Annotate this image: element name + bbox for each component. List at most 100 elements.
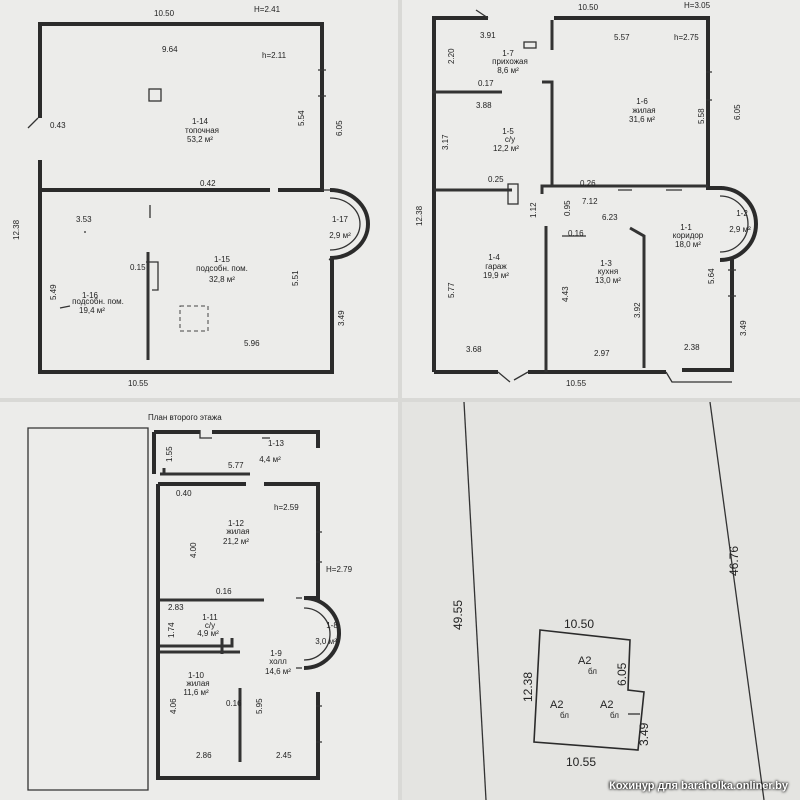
svg-text:6.05: 6.05 [733, 104, 742, 120]
svg-text:А2: А2 [550, 699, 563, 711]
svg-text:0.95: 0.95 [563, 200, 572, 216]
svg-text:7.12: 7.12 [582, 197, 598, 206]
first-floor-plan-panel: 10.50 H=3.05 3.91 2.20 5.57 h=2.75 0.17 … [402, 0, 800, 398]
dim-5-96: 5.96 [244, 339, 260, 348]
svg-text:1-1: 1-1 [680, 223, 692, 232]
basement-outer-wall [38, 22, 324, 192]
site-dim-6-05: 6.05 [615, 662, 629, 686]
room-1-9: 1-9 холл 14,6 м² [265, 649, 291, 676]
svg-text:0.16: 0.16 [216, 587, 232, 596]
dim-49-55: 49.55 [451, 600, 465, 630]
svg-text:1-14: 1-14 [192, 117, 209, 126]
dim-0-42: 0.42 [200, 179, 216, 188]
svg-text:1-8: 1-8 [326, 621, 338, 630]
svg-text:1-2: 1-2 [736, 209, 748, 218]
dim-3-53: 3.53 [76, 215, 92, 224]
svg-text:32,8 м²: 32,8 м² [209, 275, 235, 284]
dim-left: 12.38 [12, 219, 21, 240]
svg-text:2.86: 2.86 [196, 751, 212, 760]
dim-5-54: 5.54 [297, 110, 306, 126]
building-footprint [533, 629, 645, 751]
wall-kitchen-corridor [629, 226, 646, 368]
svg-text:5.58: 5.58 [697, 108, 706, 124]
svg-text:4.43: 4.43 [561, 286, 570, 302]
svg-text:коридор: коридор [673, 231, 704, 240]
svg-text:1-10: 1-10 [188, 671, 205, 680]
svg-text:с/у: с/у [205, 621, 215, 630]
bay-arc-1-17 [329, 188, 370, 260]
svg-text:1.12: 1.12 [529, 202, 538, 218]
room-1-3: 1-3 кухня 13,0 м² [595, 259, 621, 285]
svg-text:3.88: 3.88 [476, 101, 492, 110]
bay-arc-1-2 [719, 186, 758, 262]
basement-plan-panel: 10.50 H=2.41 9.64 h=2.11 0.43 0.42 3.53 … [0, 0, 398, 398]
svg-text:13,0 м²: 13,0 м² [595, 276, 621, 285]
svg-text:бл: бл [560, 711, 569, 720]
svg-text:4,9 м²: 4,9 м² [197, 629, 219, 638]
svg-text:5.77: 5.77 [228, 461, 244, 470]
svg-text:0.25: 0.25 [488, 175, 504, 184]
label-a2-right: А2 бл [600, 699, 619, 720]
watermark-credit: Кохинур для baraholka.onliner.by [609, 780, 788, 792]
room-1-5: 1-5 с/у 12,2 м² [493, 127, 519, 153]
svg-text:жилая: жилая [186, 679, 209, 688]
ff-dim-height: H=3.05 [684, 1, 711, 10]
svg-text:12,2 м²: 12,2 м² [493, 144, 519, 153]
svg-text:5.64: 5.64 [707, 268, 716, 284]
basement-plan-drawing [27, 22, 370, 374]
svg-text:0.16: 0.16 [226, 699, 242, 708]
svg-text:1-3: 1-3 [600, 259, 612, 268]
room-1-1: 1-1 коридор 18,0 м² [673, 223, 704, 249]
site-plan-panel: 49.55 46.76 10.50 12.38 6.05 3.49 10.55 … [402, 402, 800, 800]
hatch-mark [179, 305, 209, 332]
svg-text:19,9 м²: 19,9 м² [483, 271, 509, 280]
site-plan-drawing [463, 402, 765, 800]
svg-text:2,9 м²: 2,9 м² [329, 231, 351, 240]
svg-text:31,6 м²: 31,6 м² [629, 115, 655, 124]
svg-text:6.23: 6.23 [602, 213, 618, 222]
svg-text:1-4: 1-4 [488, 253, 500, 262]
room-1-6: 1-6 жилая 31,6 м² [629, 97, 656, 124]
svg-text:1-16: 1-16 [82, 291, 99, 300]
svg-text:жилая: жилая [632, 106, 655, 115]
room-1-13: 1-13 4,4 м² [259, 439, 284, 464]
svg-text:2.97: 2.97 [594, 349, 610, 358]
svg-text:h=2.59: h=2.59 [274, 503, 299, 512]
svg-text:14,6 м²: 14,6 м² [265, 667, 291, 676]
svg-text:1-9: 1-9 [270, 649, 282, 658]
svg-text:3.17: 3.17 [441, 134, 450, 150]
svg-text:1-17: 1-17 [332, 215, 349, 224]
first-floor-drawing [432, 9, 758, 383]
svg-text:2.83: 2.83 [168, 603, 184, 612]
column-mark [148, 88, 162, 102]
ff-dim-left: 12.38 [415, 205, 424, 226]
svg-text:21,2 м²: 21,2 м² [223, 537, 249, 546]
svg-text:бл: бл [588, 667, 597, 676]
room-1-12: 1-12 жилая 21,2 м² [223, 519, 250, 546]
room-1-4: 1-4 гараж 19,9 м² [483, 253, 509, 280]
sheet-border [27, 427, 149, 791]
room-1-2: 1-2 2,9 м² [729, 209, 751, 234]
site-dim-3-49: 3.49 [637, 722, 651, 746]
dim-bottom: 10.55 [128, 379, 149, 388]
svg-text:0.40: 0.40 [176, 489, 192, 498]
plot-right-boundary [709, 402, 765, 800]
second-floor-title: План второго этажа [148, 413, 222, 422]
svg-text:3.49: 3.49 [739, 320, 748, 336]
dim-h-2-11: h=2.11 [262, 51, 287, 60]
svg-text:гараж: гараж [485, 262, 507, 271]
svg-text:жилая: жилая [226, 527, 249, 536]
svg-text:5.95: 5.95 [255, 698, 264, 714]
svg-text:H=2.79: H=2.79 [326, 565, 353, 574]
dim-5-49: 5.49 [49, 284, 58, 300]
dim-6-05: 6.05 [335, 120, 344, 136]
svg-text:53,2 м²: 53,2 м² [187, 135, 213, 144]
svg-text:0.17: 0.17 [478, 79, 494, 88]
svg-text:0.16: 0.16 [568, 229, 584, 238]
plot-left-boundary [463, 402, 487, 800]
room-1-17: 1-17 2,9 м² [329, 215, 351, 240]
dim-top: 10.50 [154, 9, 175, 18]
svg-text:топочная: топочная [185, 126, 219, 135]
svg-text:3.68: 3.68 [466, 345, 482, 354]
svg-text:3,0 м²: 3,0 м² [315, 637, 337, 646]
